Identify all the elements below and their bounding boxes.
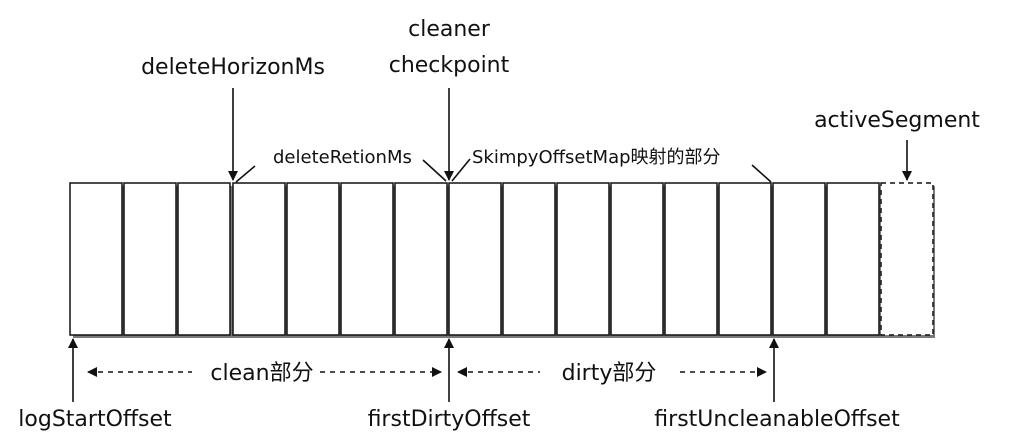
skimpy-map-leader-left bbox=[451, 158, 471, 182]
active-segment-box bbox=[880, 182, 934, 336]
delete-retention-label: deleteRetionMs bbox=[273, 147, 412, 168]
first-uncleanable-offset-label: firstUncleanableOffset bbox=[654, 407, 900, 432]
log-segment bbox=[394, 182, 448, 336]
skimpy-offset-map-label: SkimpyOffsetMap映射的部分 bbox=[472, 147, 721, 168]
first-dirty-offset-label: firstDirtyOffset bbox=[368, 407, 531, 432]
log-segment bbox=[718, 182, 772, 336]
log-segment bbox=[610, 182, 664, 336]
log-segment bbox=[448, 182, 502, 336]
log-segment bbox=[664, 182, 718, 336]
delete-retention-leader bbox=[235, 165, 256, 183]
log-start-offset-label: logStartOffset bbox=[18, 407, 172, 432]
log-segment bbox=[123, 182, 177, 336]
cleaner-checkpoint-label-line1: cleaner bbox=[408, 17, 491, 42]
log-segment bbox=[69, 182, 123, 336]
skimpy-map-leader-right bbox=[751, 164, 772, 183]
log-segment bbox=[177, 182, 231, 336]
delete-horizon-label: deleteHorizonMs bbox=[141, 55, 325, 80]
log-segment bbox=[286, 182, 340, 336]
log-segment bbox=[826, 182, 880, 336]
cleaner-checkpoint-label-line2: checkpoint bbox=[389, 53, 510, 78]
log-segment bbox=[232, 182, 286, 336]
log-segments bbox=[69, 182, 935, 338]
clean-part-label: clean部分 bbox=[210, 361, 313, 386]
log-segment bbox=[340, 182, 394, 336]
dirty-part-label: dirty部分 bbox=[562, 361, 657, 386]
delete-retention-leader-right bbox=[422, 159, 447, 182]
log-segment bbox=[556, 182, 610, 336]
log-segment bbox=[502, 182, 556, 336]
log-segment bbox=[772, 182, 826, 336]
active-segment-label: activeSegment bbox=[814, 108, 980, 133]
